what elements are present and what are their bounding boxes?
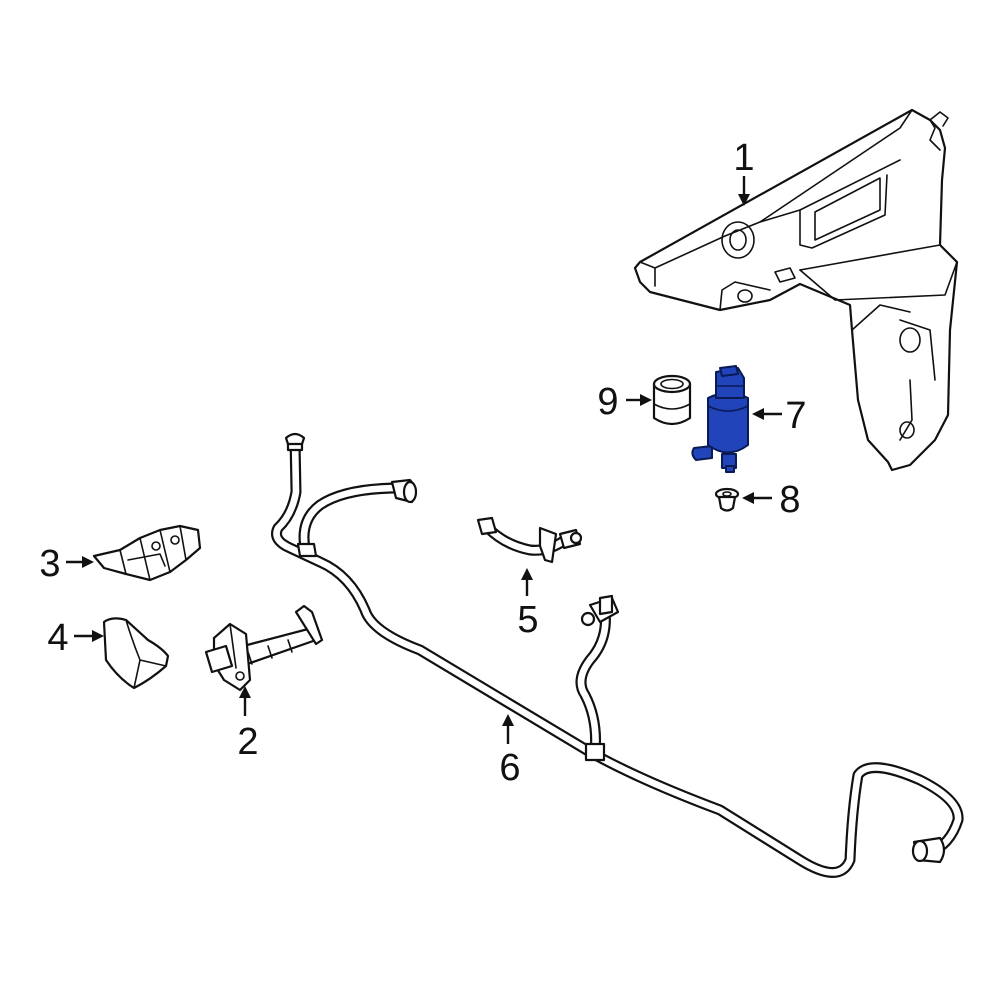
callout-5: 5 xyxy=(517,599,538,641)
leader-6 xyxy=(502,714,514,744)
washer-reservoir[interactable] xyxy=(633,108,959,472)
callout-9: 9 xyxy=(597,381,618,423)
pump-seal[interactable] xyxy=(652,374,692,426)
connector-hose[interactable] xyxy=(476,516,583,564)
leader-3 xyxy=(66,556,94,568)
leader-4 xyxy=(74,630,104,642)
leader-8 xyxy=(742,492,772,504)
leader-2 xyxy=(239,686,251,716)
callout-2: 2 xyxy=(237,721,258,763)
nozzle-cover[interactable] xyxy=(102,617,170,690)
leader-9 xyxy=(626,394,652,406)
callout-7: 7 xyxy=(785,395,806,437)
washer-pump[interactable] xyxy=(691,365,749,473)
leader-7 xyxy=(752,408,782,420)
nozzle-bracket[interactable] xyxy=(92,524,202,582)
grommet[interactable] xyxy=(714,487,740,512)
washer-hose[interactable] xyxy=(271,432,964,878)
callout-1: 1 xyxy=(733,137,754,179)
callout-6: 6 xyxy=(499,747,520,789)
callout-8: 8 xyxy=(779,479,800,521)
leader-5 xyxy=(521,568,533,596)
headlamp-washer-nozzle[interactable] xyxy=(204,604,324,692)
leader-1 xyxy=(738,176,750,206)
callout-3: 3 xyxy=(39,543,60,585)
callout-4: 4 xyxy=(47,617,68,659)
